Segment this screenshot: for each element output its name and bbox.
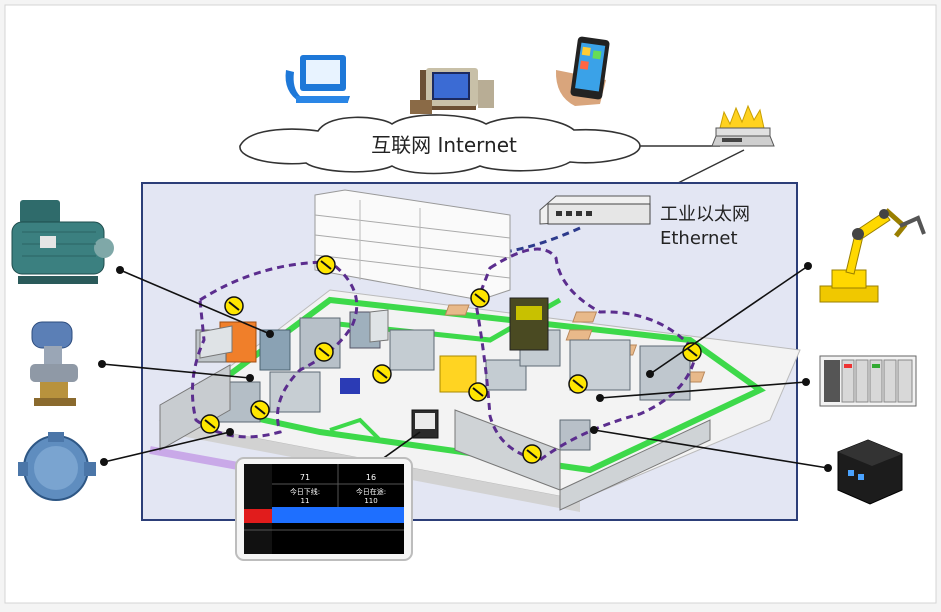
ethernet-switch-icon [539,195,651,225]
wireless-node-icon [470,288,490,308]
ethernet-label-zh: 工业以太网 [660,204,750,225]
wireless-node-icon [568,374,588,394]
switch-dashed-link [504,226,581,254]
ethernet-label-en: Ethernet [660,228,738,249]
hmi-cell-r2c1b: 11 [301,497,310,505]
smartphone-icon [555,36,610,106]
connector-dots [98,262,832,472]
hmi-cell-r1c1: 71 [300,473,310,482]
wireless-node-icon [224,296,244,316]
crt-computer-icon [410,68,494,114]
hmi-cell-r2c1a: 今日下线: [290,487,320,496]
storage-rack [314,189,511,301]
plc-rack-icon [819,355,917,407]
wireless-node-icon [372,364,392,384]
internet-cloud: 互联网 Internet [239,114,641,175]
wireless-node-icon [314,342,334,362]
wireless-node-icon [468,382,488,402]
firewall-router-icon [711,104,775,147]
robot-arm-icon [819,208,926,303]
hmi-cell-r1c2: 16 [366,473,376,482]
explosion-proof-sensor-icon [18,432,96,501]
wireless-node-icon [522,444,542,464]
internet-label: 互联网 Internet [371,133,517,157]
desktop-pc-icon [285,55,350,103]
wireless-node-icon [200,414,220,434]
wireless-markers [200,255,702,464]
hmi-cell-r2c2a: 今日在途: [356,487,386,496]
electric-motor-icon [11,200,114,284]
hmi-cell-r2c2b: 110 [364,497,377,505]
industrial-gateway-icon [837,439,903,505]
wireless-node-icon [250,400,270,420]
wireless-node-icon [316,255,336,275]
pressure-transmitter-icon [30,321,78,406]
touch-panel-hmi-icon: 71 16 今日下线: 11 今日在途: 110 [235,457,413,561]
